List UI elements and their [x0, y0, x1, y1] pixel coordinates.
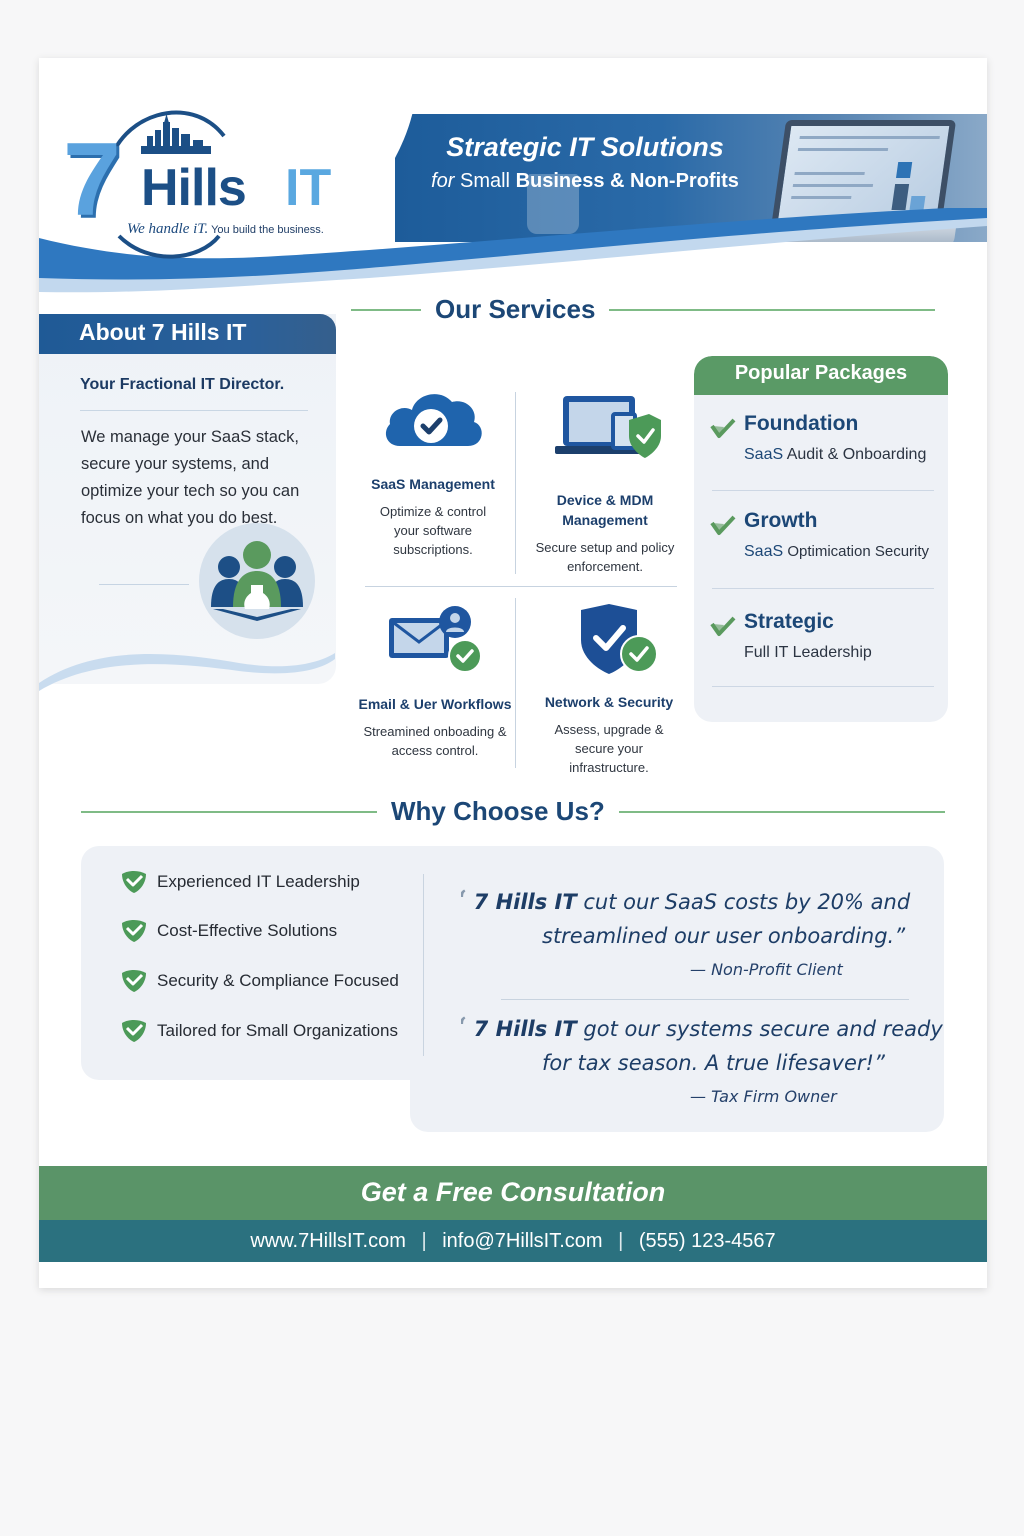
logo-number: 7: [63, 122, 121, 238]
mug-image: [527, 174, 579, 234]
why-item: Security & Compliance Focused: [121, 969, 399, 993]
why-item: Experienced IT Leadership: [121, 870, 360, 894]
about-title: About 7 Hills IT: [39, 314, 336, 354]
email-user-icon: [389, 606, 482, 673]
packages-title: Popular Packages: [694, 356, 948, 395]
why-item: Tailored for Small Organizations: [121, 1019, 398, 1043]
testimonial-2-quote: “ 7 Hills IT got our systems secure and …: [452, 1013, 943, 1043]
check-icon: [710, 616, 736, 636]
testimonial-1-author: — Non-Profit Client: [690, 960, 843, 979]
packages-card: Popular Packages Foundation SaaS Audit &…: [694, 356, 948, 722]
email-link[interactable]: info@7HillsIT.com: [442, 1230, 603, 1252]
hero-title: Strategic IT Solutions: [446, 132, 724, 162]
why-heading: Why Choose Us?: [81, 796, 945, 827]
about-wave: [39, 653, 335, 691]
testimonial-1-quote: “ 7 Hills IT cut our SaaS costs by 20% a…: [452, 886, 911, 916]
check-icon: [710, 515, 736, 535]
logo-ring: [107, 110, 226, 259]
hero-banner: Strategic IT Solutions for Small Busines…: [395, 114, 987, 242]
team-icon: [199, 523, 315, 639]
testimonial-1-quote-line2: streamlined our user onboarding.”: [542, 924, 906, 948]
skyline-icon: [141, 114, 211, 154]
service-email-workflows: Email & Uer Workflows Streamined onboadi…: [355, 606, 515, 760]
cloud-check-icon: [385, 394, 482, 446]
flyer-page: Strategic IT Solutions for Small Busines…: [39, 58, 987, 1288]
logo-name: Hills: [141, 159, 247, 217]
shield-check-icon: [122, 871, 146, 893]
why-card: Experienced IT Leadership Cost-Effective…: [81, 846, 461, 1080]
logo-tagline: We handle iT. You build the business.: [127, 221, 324, 237]
hero-subtitle: for Small Business & Non-Profits: [431, 170, 739, 192]
devices-shield-icon: [555, 396, 661, 458]
why-item: Cost-Effective Solutions: [121, 919, 337, 943]
contact-bar: www.7HillsIT.com | info@7HillsIT.com | (…: [39, 1220, 987, 1262]
service-device-mdm: Device & MDM Management Secure setup and…: [525, 392, 685, 576]
shield-check-icon: [581, 604, 658, 674]
phone-link[interactable]: (555) 123-4567: [638, 1230, 776, 1252]
about-body: We manage your SaaS stack, secure your s…: [81, 428, 300, 527]
check-icon: [710, 418, 736, 438]
shield-check-icon: [122, 920, 146, 942]
shield-check-icon: [122, 970, 146, 992]
website-link[interactable]: www.7HillsIT.com: [250, 1230, 406, 1252]
header-wave: [39, 208, 987, 293]
services-heading: Our Services: [351, 294, 936, 325]
service-network-security: Network & Security Assess, upgrade & sec…: [529, 602, 689, 777]
service-saas: SaaS Management Optimize & control your …: [353, 384, 513, 559]
logo-suffix: IT: [285, 159, 332, 217]
testimonial-2-quote-line2: for tax season. A true lifesaver!”: [542, 1051, 885, 1075]
shield-check-icon: [122, 1020, 146, 1042]
testimonial-2-author: — Tax Firm Owner: [690, 1087, 837, 1106]
cta-banner[interactable]: Get a Free Consultation: [39, 1166, 987, 1220]
about-tagline: Your Fractional IT Director.: [80, 376, 285, 393]
about-card: About 7 Hills IT Your Fractional IT Dire…: [39, 314, 336, 684]
testimonials-card: “ 7 Hills IT cut our SaaS costs by 20% a…: [410, 846, 944, 1132]
